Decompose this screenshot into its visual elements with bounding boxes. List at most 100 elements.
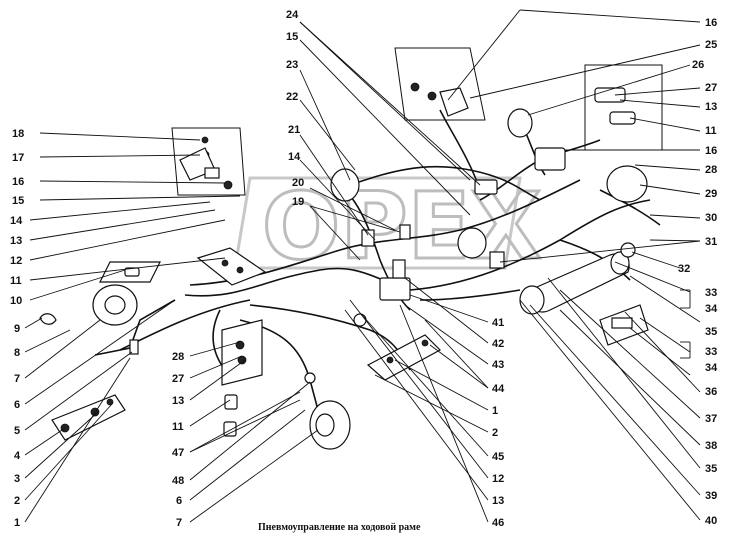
callout-label: 28 [172, 351, 184, 363]
callout-label: 45 [492, 451, 504, 463]
callouts-right: 16 25 26 27 13 11 16 28 29 30 31 32 33 3… [678, 17, 718, 527]
callout-label: 18 [12, 128, 24, 140]
detail-plate-center [196, 247, 267, 286]
callouts-lower-left: 28 27 13 11 47 48 6 7 [172, 351, 184, 529]
callout-label: 41 [492, 317, 504, 329]
fitting-15 [474, 179, 498, 195]
callout-label: 27 [172, 373, 184, 385]
leader-lines [24, 9, 701, 523]
callout-label: 9 [14, 323, 20, 335]
callout-label: 38 [705, 440, 717, 452]
callout-label: 15 [286, 31, 298, 43]
callout-label: 33 [705, 287, 717, 299]
callout-label: 24 [286, 9, 299, 21]
callout-label: 4 [14, 450, 21, 462]
callout-label: 1 [14, 517, 20, 529]
callout-label: 5 [14, 425, 20, 437]
callouts-center: 41 42 43 44 1 2 45 12 13 46 [492, 317, 505, 529]
callout-label: 2 [492, 427, 498, 439]
callout-label: 48 [172, 475, 184, 487]
callout-label: 14 [10, 215, 23, 227]
fitting-20 [399, 224, 411, 240]
callout-label: 12 [492, 473, 504, 485]
callout-label: 13 [172, 395, 184, 407]
callout-label: 47 [172, 447, 184, 459]
callout-label: 13 [705, 101, 717, 113]
callout-label: 19 [292, 196, 304, 208]
detail-plate-bottom-left [51, 394, 126, 441]
callout-label: 39 [705, 490, 717, 502]
callout-label: 12 [10, 255, 22, 267]
callout-label: 11 [705, 125, 717, 137]
chamber-22 [330, 168, 360, 202]
fitting-48 [304, 372, 316, 384]
callout-label: 40 [705, 515, 717, 527]
chamber-26 [507, 108, 533, 138]
callout-label: 7 [176, 517, 182, 529]
valve-28 [534, 147, 566, 171]
callout-label: 13 [492, 495, 504, 507]
callout-label: 1 [492, 405, 498, 417]
callout-label: 35 [705, 326, 717, 338]
fitting-31 [489, 251, 505, 269]
callout-label: 31 [705, 236, 717, 248]
plug-32 [620, 242, 636, 258]
callout-label: 8 [14, 347, 20, 359]
callout-label: 16 [12, 176, 24, 188]
detail-box-lower-left [221, 319, 263, 437]
callout-label: 3 [14, 473, 20, 485]
detail-plate-left [99, 261, 161, 283]
callout-label: 23 [286, 59, 298, 71]
valve-42 [392, 259, 406, 279]
callout-label: 30 [705, 212, 717, 224]
detail-plate-center-bottom [366, 334, 441, 381]
chamber-center [457, 227, 487, 259]
callout-label: 17 [12, 152, 24, 164]
callout-label: 44 [492, 383, 505, 395]
callout-label: 33 [705, 346, 717, 358]
valve-41 [379, 277, 411, 301]
callout-label: 25 [705, 39, 717, 51]
callouts-left: 18 17 16 15 14 13 12 11 10 9 8 7 6 5 4 3… [10, 128, 24, 529]
callout-label: 6 [14, 399, 20, 411]
detail-plate-right [599, 304, 649, 346]
callout-label: 6 [176, 495, 182, 507]
callout-label: 22 [286, 91, 298, 103]
callout-label: 34 [705, 362, 718, 374]
callout-label: 34 [705, 303, 718, 315]
callout-label: 14 [288, 151, 301, 163]
callout-label: 10 [10, 295, 22, 307]
callout-label: 27 [705, 82, 717, 94]
detail-box-top [394, 47, 486, 121]
callout-label: 11 [10, 275, 22, 287]
detail-box-top-right [584, 64, 663, 151]
coupling-9 [39, 313, 57, 325]
callout-label: 46 [492, 517, 504, 529]
components [39, 108, 648, 450]
callout-label: 15 [12, 195, 24, 207]
callout-label: 2 [14, 495, 20, 507]
callout-label: 37 [705, 413, 717, 425]
callout-label: 16 [705, 17, 717, 29]
callout-label: 36 [705, 386, 717, 398]
diagram-caption: Пневмоуправление на ходовой раме [258, 522, 421, 533]
callout-label: 16 [705, 145, 717, 157]
fitting-14 [361, 229, 375, 247]
callouts-top: 24 15 23 22 21 14 20 19 [286, 9, 304, 208]
detail-box-upper-left [171, 127, 246, 196]
callout-label: 26 [692, 59, 704, 71]
callout-label: 29 [705, 188, 717, 200]
callout-label: 28 [705, 164, 717, 176]
callout-label: 43 [492, 359, 504, 371]
callout-label: 32 [678, 263, 690, 275]
clip-5 [129, 339, 139, 355]
callout-label: 11 [172, 421, 184, 433]
callout-label: 42 [492, 338, 504, 350]
callout-label: 13 [10, 235, 22, 247]
callout-label: 35 [705, 463, 717, 475]
chamber-29 [606, 165, 648, 203]
callout-label: 21 [288, 124, 300, 136]
callout-label: 20 [292, 177, 304, 189]
